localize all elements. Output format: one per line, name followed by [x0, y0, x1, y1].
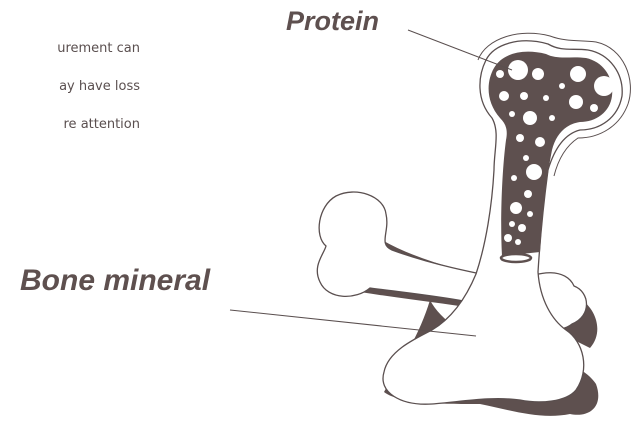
pore	[543, 95, 549, 101]
pore	[511, 175, 517, 181]
bone-marrow	[489, 52, 613, 256]
pore	[510, 202, 522, 214]
pore	[496, 70, 504, 78]
pore	[526, 164, 542, 180]
pore	[532, 68, 544, 80]
pore	[523, 111, 537, 125]
pore	[516, 134, 524, 142]
pore	[569, 95, 583, 109]
pore	[594, 76, 614, 96]
pore	[590, 104, 598, 112]
pore	[504, 234, 512, 242]
pore	[527, 211, 533, 217]
pore	[518, 224, 526, 232]
pore	[499, 91, 509, 101]
protein-label: Protein	[286, 6, 379, 37]
pore	[523, 155, 529, 161]
pore	[549, 115, 555, 121]
pore	[509, 111, 515, 117]
pore	[535, 137, 545, 147]
marrow-rim	[501, 254, 531, 262]
pore	[524, 190, 532, 198]
pore	[509, 221, 515, 227]
pore	[559, 83, 565, 89]
bone-mineral-label: Bone mineral	[20, 264, 210, 298]
pore	[570, 66, 586, 82]
pore	[520, 92, 528, 100]
pore	[515, 239, 521, 245]
